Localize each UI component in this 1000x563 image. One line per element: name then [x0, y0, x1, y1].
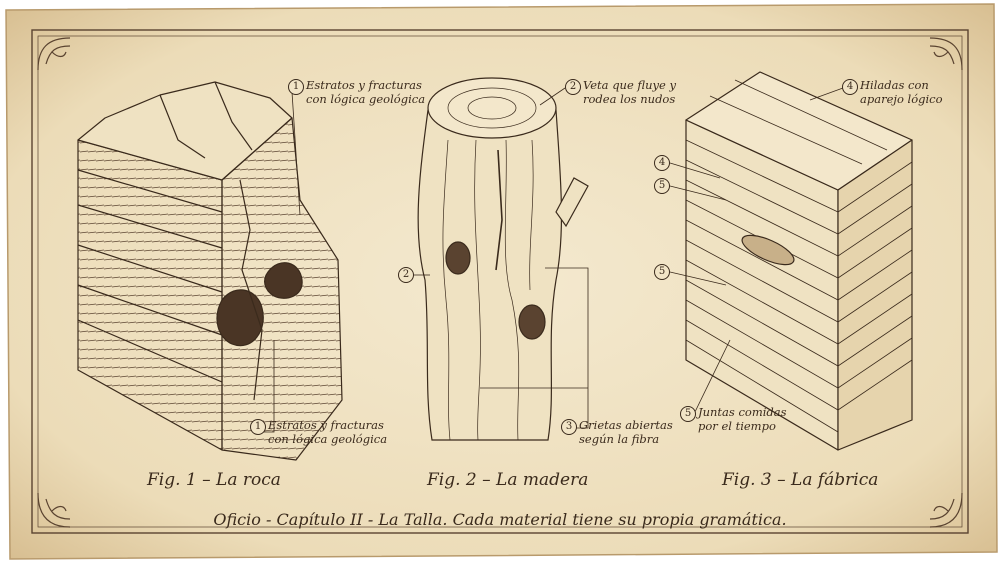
rock-cavity-large: [216, 289, 264, 347]
figure-caption-wood: Fig. 2 – La madera: [427, 470, 589, 490]
marker-brick-bottom: 5: [680, 406, 696, 422]
figure-caption-rock: Fig. 1 – La roca: [147, 470, 281, 490]
annotation-rock-bottom: Estratos y fracturas con lógica geológic…: [268, 418, 388, 446]
corner-ornaments: [37, 37, 963, 528]
marker-wood-bottom: 3: [561, 419, 577, 435]
brick-illustration: [685, 71, 913, 451]
rock-cavity-small: [264, 262, 303, 299]
marker-brick-left-c: 5: [654, 264, 670, 280]
annotation-brick-bottom: Juntas comidas por el tiempo: [698, 405, 787, 433]
marker-brick-left-a: 4: [654, 155, 670, 171]
knot-lower: [518, 304, 546, 340]
log-branch-stub: [555, 177, 589, 228]
annotation-rock-top: Estratos y fracturas con lógica geológic…: [306, 78, 426, 106]
rock-illustration: [77, 81, 343, 461]
wood-illustration: [417, 77, 589, 441]
brick-side-face: [837, 139, 913, 451]
marker-brick-left-b: 5: [654, 178, 670, 194]
knot-upper: [445, 241, 471, 275]
marker-wood-top: 2: [565, 79, 581, 95]
wood-crack: [495, 149, 503, 271]
annotation-wood-top: Veta que fluye y rodea los nudos: [583, 78, 676, 106]
marker-wood-left: 2: [398, 267, 414, 283]
annotation-wood-bottom: Grietas abiertas según la fibra: [579, 418, 673, 446]
eroded-patch: [741, 234, 795, 266]
marker-brick-top: 4: [842, 79, 858, 95]
log-end-grain: [427, 77, 557, 139]
figure-caption-brick: Fig. 3 – La fábrica: [722, 470, 879, 490]
log-body: [417, 109, 563, 441]
marker-rock-bottom: 1: [250, 419, 266, 435]
footer-banner: Oficio - Capítulo II - La Talla. Cada ma…: [213, 510, 787, 529]
marker-rock-top: 1: [288, 79, 304, 95]
annotation-brick-top: Hiladas con aparejo lógico: [860, 78, 943, 106]
